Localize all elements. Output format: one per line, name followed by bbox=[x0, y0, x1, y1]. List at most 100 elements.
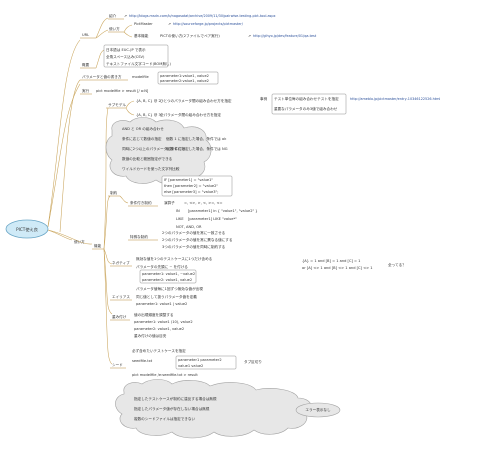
features-subset-connector bbox=[103, 107, 109, 250]
cloud-2-shape bbox=[115, 379, 312, 439]
subset-desc2: 全パラメータ間の組み合わせ方を指定 bbox=[160, 112, 221, 117]
cloud-callout-2: 指定したテストケースが制約に違反する場合は無視 指定したパラメータ値が存在しない… bbox=[115, 379, 312, 439]
subset-note-box bbox=[271, 93, 347, 115]
seeding-ex2: value1 value2 bbox=[178, 364, 203, 368]
summary-item-1: 日本語は EUC-JP で表示 bbox=[106, 47, 146, 52]
cloud-1-shape bbox=[105, 117, 212, 185]
url-explain-connector bbox=[123, 31, 133, 38]
weight-ex1: parameter1: value1 (10), value2 bbox=[134, 320, 193, 324]
cond-logic: NOT, AND, OR bbox=[176, 225, 202, 229]
branch-features[interactable]: 機能 bbox=[92, 107, 113, 365]
features-weight-connector bbox=[103, 248, 113, 315]
url-usage-connector bbox=[95, 29, 109, 39]
cloud-1-item-5: ワイルドカードを使った文字列比較 bbox=[122, 166, 180, 171]
subset-line1: {A, B, C} @ 2 bbox=[136, 99, 161, 103]
weight-label: 重み付け bbox=[112, 314, 127, 319]
branch-url-label: URL bbox=[82, 33, 89, 37]
subset-note-link[interactable]: http://ameblo.jp/pictmaster/entry-103461… bbox=[350, 97, 440, 101]
link-icon-3: ↗ bbox=[248, 34, 251, 38]
feature-constraints[interactable]: 制約 条件付き制約 IF [parameter1] = "value1" the… bbox=[108, 175, 258, 249]
seeding-box bbox=[175, 355, 237, 370]
cond-like-example: [parameter1] LIKE "value*" bbox=[188, 217, 237, 221]
summary-box bbox=[103, 44, 169, 68]
cloud-1-item-2: 条件に応じて数値の指定 bbox=[122, 136, 162, 141]
usage-example-2: parameter2:value1, value2 bbox=[160, 79, 209, 83]
features-seed-connector bbox=[103, 248, 113, 365]
subset-note-title: 事例 bbox=[260, 96, 268, 101]
feature-seeding[interactable]: シード 必ず含めたいテストケースを指定 seedfile.txt paramet… bbox=[110, 348, 262, 377]
cloud-2-side-node: エラー表示なし bbox=[295, 402, 341, 418]
url-explain-sub: PICTの使い方(2ファイルでペア実行) bbox=[160, 33, 220, 38]
negative-note: パラメータの先頭に ~ を付ける bbox=[136, 264, 188, 269]
cond-special-1: 2つのパラメータの値を常に一致させる bbox=[162, 230, 226, 235]
feature-subset[interactable]: サブモデル {A, B, C} @ 2 ひとつのパラメータ間の組み合わせ方を指定… bbox=[106, 93, 440, 117]
link-icon-2: ↗ bbox=[168, 22, 171, 26]
usage-example-box bbox=[157, 71, 219, 85]
negative-desc: 無効な値を1つのテストケースに1つだけ含める bbox=[136, 256, 213, 261]
seeding-file: seedfile.txt bbox=[132, 359, 153, 363]
cond-then: then [parameter2] = "value2" bbox=[164, 184, 218, 188]
url-explain-link[interactable]: http://gihyo.jp/dev/feature/01/qa-test bbox=[253, 34, 317, 38]
subset-line2: {A, B, C} @ 3 bbox=[136, 113, 161, 117]
feature-weight[interactable]: 重み付け 値の出現頻度を調整する parameter1: value1 (10)… bbox=[110, 312, 193, 338]
branch-usage-connector bbox=[47, 229, 73, 241]
branch-url-connector bbox=[47, 39, 81, 227]
cloud-2-side-bubble bbox=[295, 402, 341, 418]
cond-else: else [parameter3] = "value3"; bbox=[164, 190, 218, 194]
cloud-1-item-3: 同時に2つ以上のパラメータに条件付け bbox=[122, 146, 186, 151]
seeding-opt: タブ区切り bbox=[244, 359, 262, 364]
alias-desc: 同じ値として扱うパラメータ値を定義 bbox=[136, 294, 197, 299]
usage-model-label: modelfile bbox=[132, 75, 149, 79]
branch-summary-label: 概要 bbox=[82, 62, 90, 67]
branch-summary-connector bbox=[47, 83, 81, 228]
branch-summary[interactable]: 概要 日本語は EUC-JP で表示 全角スペース込み(CSV) テキストファイ… bbox=[80, 44, 172, 69]
negative-ex1: parameter1: value1, ~value2 bbox=[142, 272, 195, 276]
cond-title: 条件付き制約 bbox=[130, 200, 152, 205]
cloud-2-item-3: 複数のシードファイルは指定できない bbox=[134, 416, 195, 421]
negative-box bbox=[139, 269, 197, 284]
weight-note: 重み付けの値は目安 bbox=[134, 333, 167, 338]
seeding-label: シード bbox=[112, 363, 123, 367]
summary-connector bbox=[95, 49, 105, 69]
features-constraint-connector bbox=[103, 195, 111, 250]
usage-param-label: パラメータと値の書き方 bbox=[82, 74, 122, 79]
url-pictmaster-link[interactable]: http://sourceforge.jp/projects/pictmaste… bbox=[173, 22, 244, 26]
usage-exec-label: 実行 bbox=[82, 88, 90, 93]
negative-ex2: parameter2: value1, value2 bbox=[142, 278, 192, 282]
cond-special-3: 3つのパラメータの値を同時に制約する bbox=[162, 244, 226, 249]
cloud-2-item-1: 指定したテストケースが制約に違反する場合は無視 bbox=[134, 396, 217, 401]
cloud-1-side-2: 個数 1 に指定した場合、条件では NG bbox=[166, 146, 228, 151]
feature-alias[interactable]: エイリアス 同じ値として扱うパラメータ値を定義 parameter1: valu… bbox=[110, 294, 197, 306]
root-node[interactable]: PICT使え良 bbox=[5, 219, 49, 239]
url-intro-link[interactable]: http://blogs.msdn.com/b/nagasatat/archiv… bbox=[129, 14, 275, 18]
url-pictmaster-label: PictMaster bbox=[134, 22, 153, 26]
seeding-ex: parameter1 parameter2 bbox=[178, 358, 222, 362]
usage-exec-cmd: pict modelfile > result [/ o:N] bbox=[96, 89, 149, 93]
cloud-1-item-1: AND と OR の組み合わせ bbox=[122, 126, 164, 131]
cond-op-label: 演算子 bbox=[164, 200, 175, 205]
usage-up-connector bbox=[59, 79, 81, 233]
subset-line1-connector bbox=[125, 100, 135, 109]
negative-note2: パラメータ値毎に1回ずつ無効な値が出現 bbox=[136, 286, 203, 291]
negative-label: ネガティブ bbox=[112, 260, 130, 265]
url-intro-connector bbox=[95, 17, 109, 39]
constraints-label: 制約 bbox=[110, 190, 118, 195]
features-negative-connector bbox=[103, 248, 113, 265]
weight-ex2: parameter2: value1, value2 bbox=[134, 327, 184, 331]
cloud-2-side: エラー表示なし bbox=[305, 407, 331, 412]
subset-line2-connector bbox=[125, 107, 135, 116]
summary-item-2: 全角スペース込み(CSV) bbox=[106, 54, 145, 59]
cond-ops: =, <>, >, <, >=, <= bbox=[184, 201, 223, 205]
cond-box bbox=[161, 175, 233, 197]
branch-features-connector bbox=[47, 229, 93, 245]
branch-url[interactable]: URL 紹介 ↗ http://blogs.msdn.com/b/nagasat… bbox=[80, 13, 317, 39]
cond-special-label: 特殊な制約 bbox=[130, 234, 148, 239]
cond-in-label: IN bbox=[176, 209, 180, 213]
cloud-2-item-2: 指定したパラメータ値が存在しない場合は無視 bbox=[134, 406, 210, 411]
feature-negative[interactable]: ネガティブ 無効な値を1つのテストケースに1つだけ含める パラメータの先頭に ~… bbox=[110, 256, 406, 291]
weight-desc: 値の出現頻度を調整する bbox=[134, 312, 174, 317]
url-pm-connector bbox=[123, 24, 133, 33]
branch-usage[interactable]: 使い方 パラメータと値の書き方 modelfile parameter1:val… bbox=[59, 71, 219, 244]
root-bubble bbox=[5, 219, 49, 239]
